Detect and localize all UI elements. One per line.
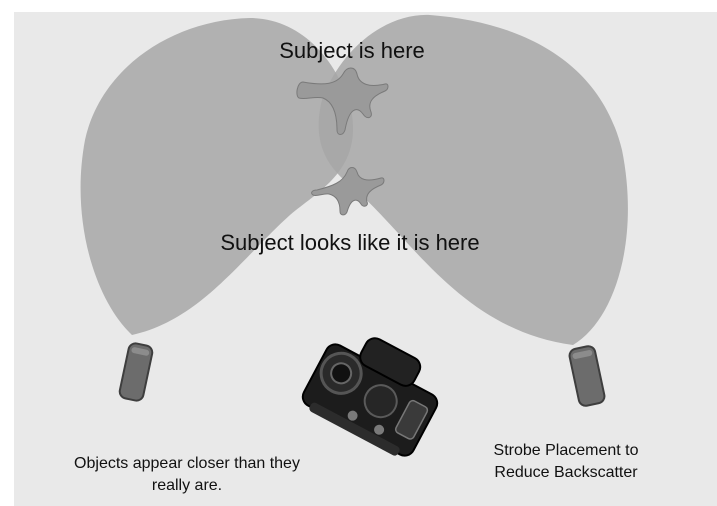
left-strobe-light-beam: [81, 18, 353, 335]
right-strobe-icon: [568, 345, 605, 407]
refraction-caption-line-1: Objects appear closer than they: [20, 453, 354, 475]
strobe-placement-caption-line-2: Reduce Backscatter: [446, 462, 686, 484]
strobe-placement-caption: Strobe Placement to Reduce Backscatter: [446, 440, 686, 484]
left-strobe-icon: [118, 342, 153, 402]
refraction-caption-line-2: really are.: [20, 475, 354, 497]
subject-real-position-label: Subject is here: [208, 38, 496, 64]
refraction-caption: Objects appear closer than they really a…: [20, 453, 354, 497]
strobe-placement-caption-line-1: Strobe Placement to: [446, 440, 686, 462]
subject-apparent-position-label: Subject looks like it is here: [150, 230, 550, 256]
underwater-camera-icon: [297, 320, 452, 463]
